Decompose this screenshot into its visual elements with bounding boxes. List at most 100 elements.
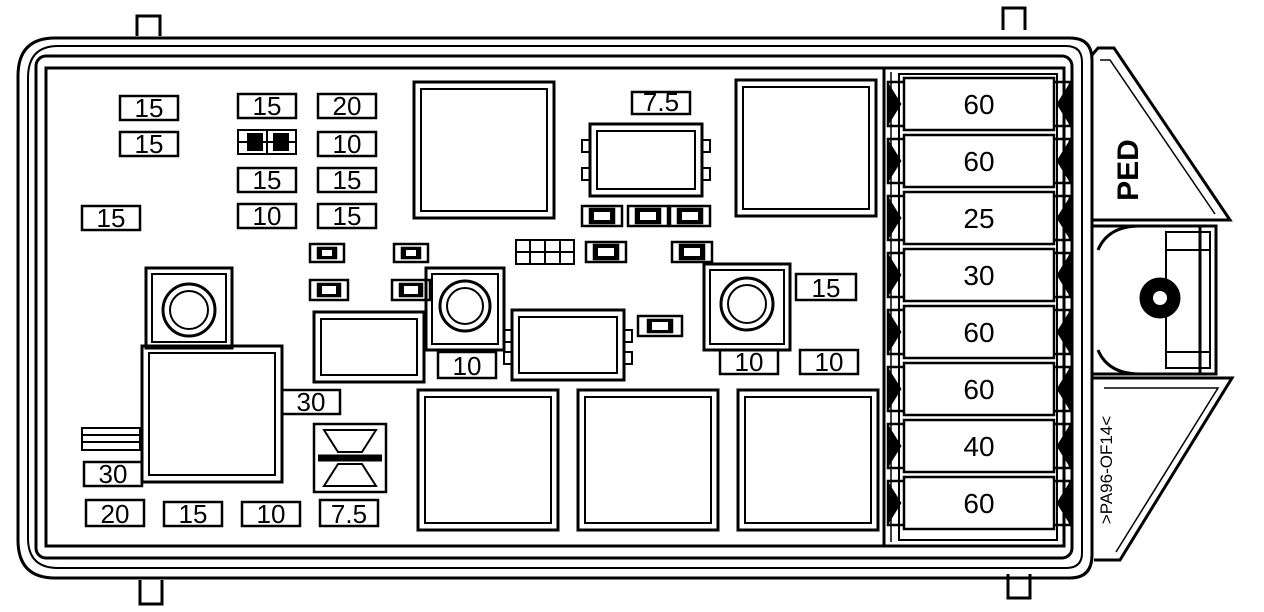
fuse-rating-label: 30	[99, 459, 128, 489]
maxi-fuse: 60	[886, 76, 1072, 132]
diode	[392, 242, 430, 264]
fuse-f-k: 15	[316, 201, 378, 231]
fuse-f-o: 10	[798, 347, 860, 377]
maxi-bay-frame	[898, 73, 1058, 541]
diode	[668, 204, 712, 228]
diode	[584, 240, 628, 264]
fuse-rating-label: 15	[253, 165, 282, 195]
diode	[308, 278, 350, 302]
fuse-f-d: 20	[316, 91, 378, 121]
fuse-rating-label: 15	[333, 165, 362, 195]
maxi-fuse: 60	[886, 304, 1072, 360]
fuse-f-t: 10	[240, 499, 302, 529]
bolt-terminal	[424, 266, 506, 352]
maxi-fuse-rating: 25	[963, 203, 994, 234]
maxi-fuse: 40	[886, 418, 1072, 474]
fuse-rating-label: 15	[253, 91, 282, 121]
fuse-rating-label: 10	[453, 351, 482, 381]
fuse-f-n: 10	[718, 347, 780, 377]
fuse-rating-label: 15	[812, 273, 841, 303]
maxi-fuse-rating: 60	[963, 89, 994, 120]
fuse-f-e: 7.5	[630, 87, 692, 117]
fuse-puller	[312, 422, 388, 494]
fuse-f-f: 10	[316, 129, 378, 159]
connector-arrow-upper-inner	[1100, 59, 1216, 215]
fuse-f-q: 30	[82, 459, 144, 489]
relay	[416, 388, 560, 532]
fuse-rating-label: 10	[253, 201, 282, 231]
maxi-fuse-rating: 60	[963, 488, 994, 519]
maxi-fuse-rating: 60	[963, 374, 994, 405]
housing-outer	[16, 36, 1094, 580]
maxi-fuse-rating: 60	[963, 317, 994, 348]
fuse-f-u: 7.5	[318, 498, 380, 529]
connector-arrow-lower-inner	[1104, 387, 1220, 553]
bolt-terminal	[144, 266, 234, 350]
fuse-rating-label: 30	[297, 387, 326, 417]
maxi-fuse: 60	[886, 133, 1072, 189]
diode	[636, 314, 684, 338]
fuse-rating-label: 7.5	[643, 87, 679, 117]
bolt-terminal	[702, 262, 792, 352]
fuse-f-p: 30	[280, 387, 342, 417]
mount-tab-bottom-right	[1006, 574, 1032, 600]
fuse-rating-label: 15	[179, 499, 208, 529]
small-relay	[581, 122, 711, 198]
connector-arrow-upper	[1090, 46, 1233, 222]
fuse-rating-label: 15	[135, 129, 164, 159]
housing-panel	[44, 66, 1066, 548]
spare-fuse-holder	[81, 427, 141, 451]
fuse-rating-label: 15	[333, 201, 362, 231]
fuse-f-g: 15	[236, 165, 298, 195]
fuse-f-m: 10	[436, 350, 498, 381]
fuse-rating-label: 10	[333, 129, 362, 159]
side-label: PED	[1112, 139, 1145, 201]
maxi-fuse-rating: 40	[963, 431, 994, 462]
mount-tab-bottom-left	[138, 580, 164, 606]
connector-arrow-lower	[1092, 376, 1235, 562]
fuse-rating-label: 20	[333, 91, 362, 121]
housing-inner-wall	[34, 54, 1074, 560]
maxi-fuse: 25	[886, 190, 1072, 246]
housing-rim	[27, 45, 1083, 569]
relay	[412, 80, 556, 220]
spare-fuse-grid	[515, 239, 575, 265]
small-relay	[312, 310, 426, 384]
maxi-fuse: 30	[886, 247, 1072, 303]
fuse-f-j: 10	[236, 201, 298, 231]
diode	[670, 240, 714, 264]
fuse-rating-label: 10	[257, 499, 286, 529]
fuse-f-r: 20	[84, 498, 146, 529]
diode	[308, 242, 346, 264]
diode	[580, 204, 624, 228]
fuse-rating-label: 7.5	[331, 499, 367, 529]
relay	[736, 388, 880, 532]
maxi-fuse: 60	[886, 475, 1072, 531]
maxi-fuse: 60	[886, 361, 1072, 417]
mount-tab-top-right	[1001, 6, 1027, 30]
fuse-f-h: 15	[316, 165, 378, 195]
relay	[734, 78, 878, 218]
fuse-f-i: 15	[80, 203, 142, 233]
diode	[626, 204, 670, 228]
fuse-rating-label: 20	[101, 499, 130, 529]
small-relay	[503, 308, 633, 382]
fuse-f-c: 15	[236, 91, 298, 121]
fuse-rating-label: 10	[735, 347, 764, 377]
connector-housing	[1096, 224, 1202, 376]
diagram-code-label: >PA96-OF14<	[1097, 416, 1116, 524]
fuse-rating-label: 15	[135, 93, 164, 123]
fuse-rating-label: 10	[815, 347, 844, 377]
fuse-f-l: 15	[794, 272, 858, 303]
fuse-rating-label: 15	[97, 203, 126, 233]
fuse-f-s: 15	[162, 499, 224, 529]
maxi-fuse-rating: 30	[963, 260, 994, 291]
fuse-f-b: 15	[118, 129, 180, 159]
relay	[140, 344, 284, 484]
fuse-f-a: 15	[118, 93, 180, 123]
mount-tab-top-left	[135, 14, 162, 36]
diode	[390, 278, 432, 302]
spare-fuse-grid	[237, 129, 297, 155]
maxi-fuse-rating: 60	[963, 146, 994, 177]
